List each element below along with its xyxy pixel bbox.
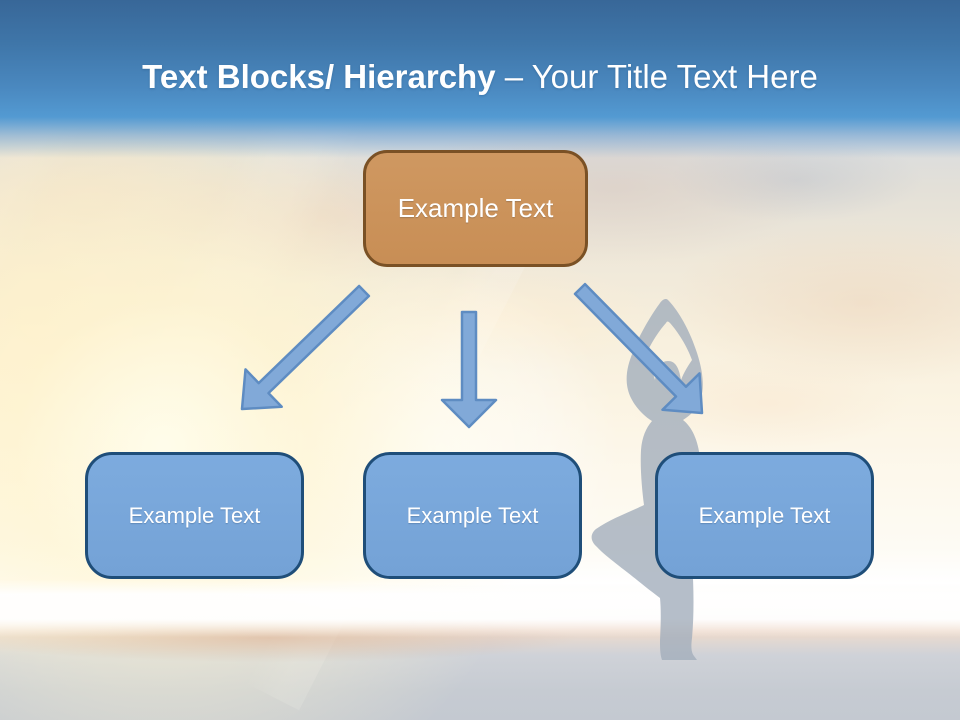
slide-title-bold: Text Blocks/ Hierarchy	[142, 58, 496, 95]
arrow-down-icon	[440, 310, 498, 429]
slide-title-regular: – Your Title Text Here	[495, 58, 818, 95]
arrow-down-left-icon	[240, 284, 371, 411]
child-textbox-1[interactable]: Example Text	[85, 452, 304, 579]
root-textbox-label: Example Text	[397, 193, 554, 223]
child-textbox-1-label: Example Text	[128, 502, 261, 528]
child-textbox-2[interactable]: Example Text	[363, 452, 582, 579]
header-band	[0, 0, 960, 158]
child-textbox-2-label: Example Text	[406, 502, 539, 528]
arrow-down-right-icon	[573, 282, 704, 415]
root-textbox[interactable]: Example Text	[363, 150, 588, 267]
child-textbox-3[interactable]: Example Text	[655, 452, 874, 579]
child-textbox-3-label: Example Text	[698, 502, 831, 528]
slide-title: Text Blocks/ Hierarchy – Your Title Text…	[0, 54, 960, 100]
